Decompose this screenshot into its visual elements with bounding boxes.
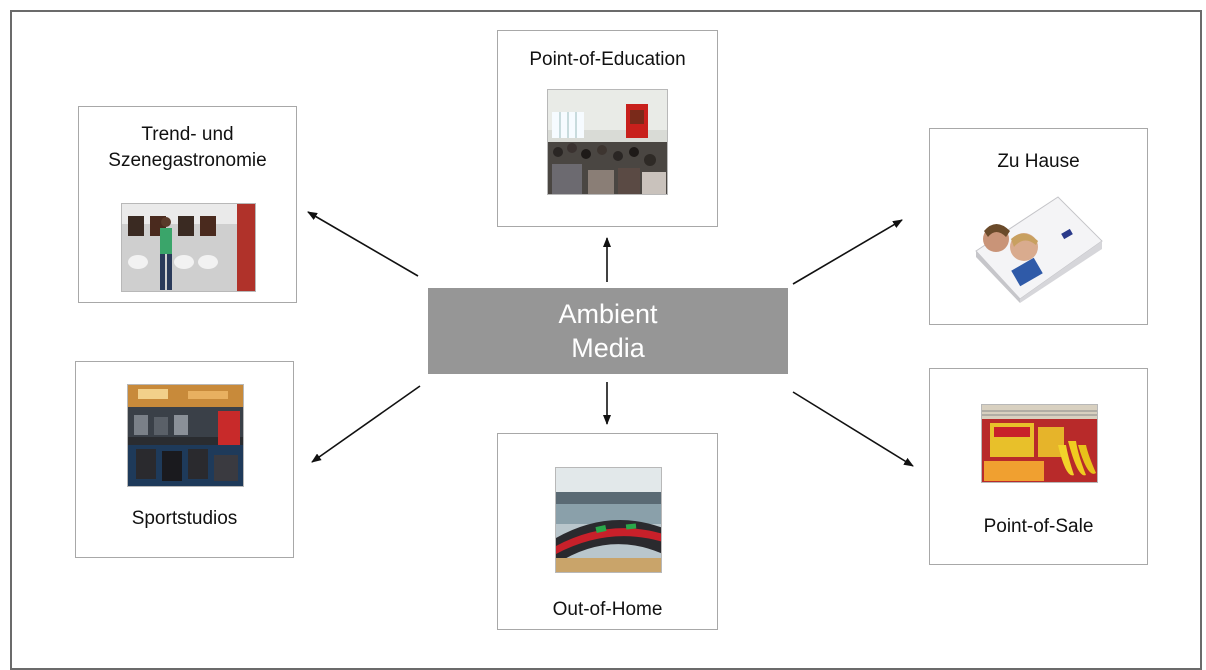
center-line1: Ambient	[558, 299, 658, 329]
node-label-line2: Szenegastronomie	[108, 150, 267, 171]
center-line2: Media	[571, 333, 645, 363]
arrow-to-home	[792, 219, 903, 285]
arrow-to-gastro	[307, 211, 419, 277]
node-label: Out-of-Home	[552, 599, 663, 620]
arrows-layer	[307, 211, 914, 467]
shopping-cart-photo	[981, 404, 1098, 483]
node-trend-szenegastronomie: Trend- und Szenegastronomie	[78, 106, 297, 303]
node-zu-hause: Zu Hause	[929, 128, 1148, 325]
node-point-of-education: Point-of-Education	[497, 30, 718, 227]
gym-photo	[127, 384, 244, 487]
arrow-to-sport	[311, 385, 421, 463]
pizza-box-image	[974, 191, 1104, 303]
node-label-line1: Trend- und	[141, 124, 234, 145]
center-ambient-media: Ambient Media	[428, 288, 788, 374]
node-out-of-home: Out-of-Home	[497, 433, 718, 630]
node-label: Point-of-Sale	[983, 516, 1094, 537]
arrow-to-sale	[792, 391, 914, 467]
gastronomy-photo	[121, 203, 256, 292]
airport-carousel-photo	[555, 467, 662, 573]
classroom-photo	[547, 89, 668, 195]
node-label: Point-of-Education	[529, 49, 686, 70]
node-sportstudios: Sportstudios	[75, 361, 294, 558]
node-label: Zu Hause	[997, 151, 1080, 172]
node-label: Sportstudios	[131, 508, 238, 529]
node-point-of-sale: Point-of-Sale	[929, 368, 1148, 565]
